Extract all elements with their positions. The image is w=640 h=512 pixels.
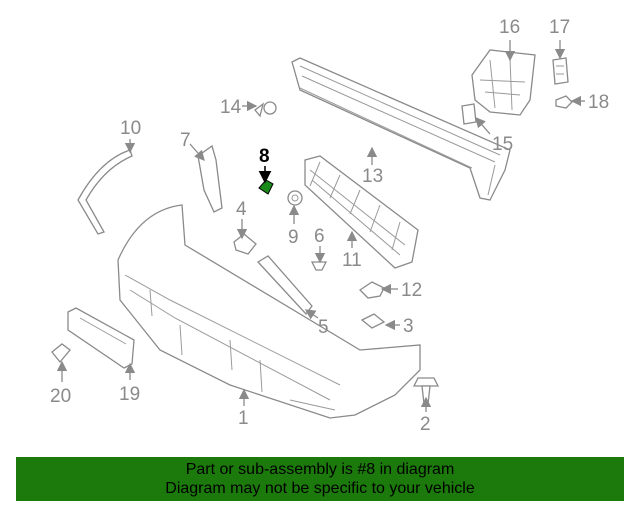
banner-line-2: Diagram may not be specific to your vehi… (165, 480, 475, 497)
bracket-7 (197, 144, 223, 213)
callout-19: 19 (119, 384, 140, 405)
retainer-12 (358, 281, 385, 299)
callout-3: 3 (403, 316, 414, 337)
clip-17 (552, 57, 569, 85)
callout-5: 5 (318, 317, 329, 338)
callout-20: 20 (50, 386, 71, 407)
clip-6 (310, 261, 328, 271)
callout-10: 10 (120, 118, 141, 139)
callout-7: 7 (180, 130, 191, 151)
callout-4: 4 (236, 199, 247, 220)
callout-labels: 13 16 17 18 15 14 10 7 8 9 4 6 11 12 5 3… (50, 17, 609, 435)
bracket-5 (256, 255, 313, 316)
clip-9 (287, 190, 303, 206)
license-bracket-19 (67, 307, 135, 369)
pin-20 (51, 343, 71, 364)
callout-9: 9 (288, 227, 299, 248)
callout-1: 1 (238, 408, 249, 429)
grille-11 (304, 155, 419, 269)
callout-2: 2 (420, 414, 431, 435)
callout-13: 13 (362, 166, 383, 187)
callout-8: 8 (259, 146, 270, 167)
bracket-4 (233, 233, 257, 255)
retainer-15 (461, 103, 477, 125)
callout-16: 16 (499, 17, 520, 38)
part-8-highlighted (258, 179, 274, 195)
info-banner: Part or sub-assembly is #8 in diagram Di… (16, 457, 624, 501)
callout-12: 12 (401, 280, 422, 301)
molding-10 (77, 149, 133, 235)
callout-18: 18 (588, 92, 609, 113)
callout-6: 6 (314, 226, 325, 247)
bumper-cover-1 (117, 204, 421, 419)
callout-17: 17 (549, 17, 570, 38)
banner-line-1: Part or sub-assembly is #8 in diagram (185, 461, 455, 478)
bolt-14 (254, 101, 277, 118)
parts-diagram: 13 16 17 18 15 14 10 7 8 9 4 6 11 12 5 3… (50, 17, 609, 435)
bracket-16 (471, 49, 536, 116)
nut-18 (555, 95, 573, 109)
callout-15: 15 (492, 134, 513, 155)
callout-14: 14 (220, 97, 242, 118)
leader-lines (56, 40, 585, 412)
reinforcement-bar (291, 57, 511, 201)
callout-11: 11 (342, 250, 362, 271)
nut-3 (360, 313, 386, 329)
